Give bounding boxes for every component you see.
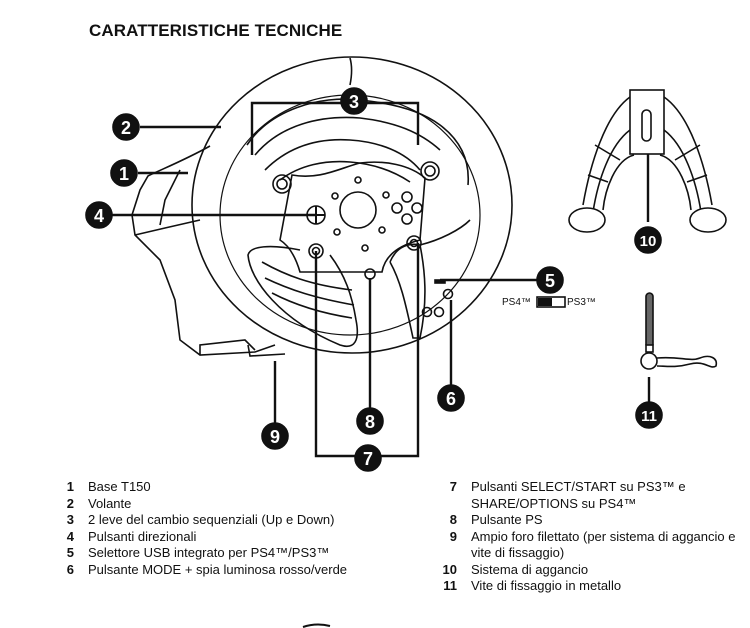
callout-6: 6 <box>437 384 465 412</box>
callout-11: 11 <box>635 401 663 429</box>
callout-10: 10 <box>634 226 662 254</box>
svg-text:1: 1 <box>119 164 129 184</box>
svg-text:9: 9 <box>270 427 280 447</box>
svg-text:8: 8 <box>365 412 375 432</box>
wheel-base <box>131 145 286 357</box>
usb-switch-label-ps4: PS4™ <box>502 297 531 308</box>
page-title: CARATTERISTICHE TECNICHE <box>89 21 343 40</box>
svg-text:7: 7 <box>363 449 373 469</box>
callout-5: 5 <box>536 266 564 294</box>
usb-switch-label-ps3: PS3™ <box>567 297 596 308</box>
svg-text:5: 5 <box>545 271 555 291</box>
svg-text:6: 6 <box>446 389 456 409</box>
callout-badges: 1 2 3 4 5 6 7 8 9 10 11 <box>85 87 663 472</box>
svg-text:2: 2 <box>121 118 131 138</box>
callout-2: 2 <box>112 113 140 141</box>
svg-text:11: 11 <box>641 408 657 425</box>
callout-8: 8 <box>356 407 384 435</box>
paddle-shifters <box>246 98 470 194</box>
callout-9: 9 <box>261 422 289 450</box>
svg-text:10: 10 <box>640 233 657 250</box>
ps-button-icon <box>364 268 376 280</box>
svg-text:3: 3 <box>349 92 359 112</box>
leader-lines <box>110 101 651 458</box>
svg-text:4: 4 <box>94 206 104 226</box>
callout-7: 7 <box>354 444 382 472</box>
wheel-hub <box>279 161 426 280</box>
lower-spokes <box>247 219 471 347</box>
callout-1: 1 <box>110 159 138 187</box>
callout-4: 4 <box>85 201 113 229</box>
fixing-screw <box>640 292 718 370</box>
page-curve-decoration <box>302 623 331 628</box>
callout-3: 3 <box>340 87 368 115</box>
mounting-system <box>568 89 727 233</box>
usb-switch-graphic <box>536 296 566 308</box>
